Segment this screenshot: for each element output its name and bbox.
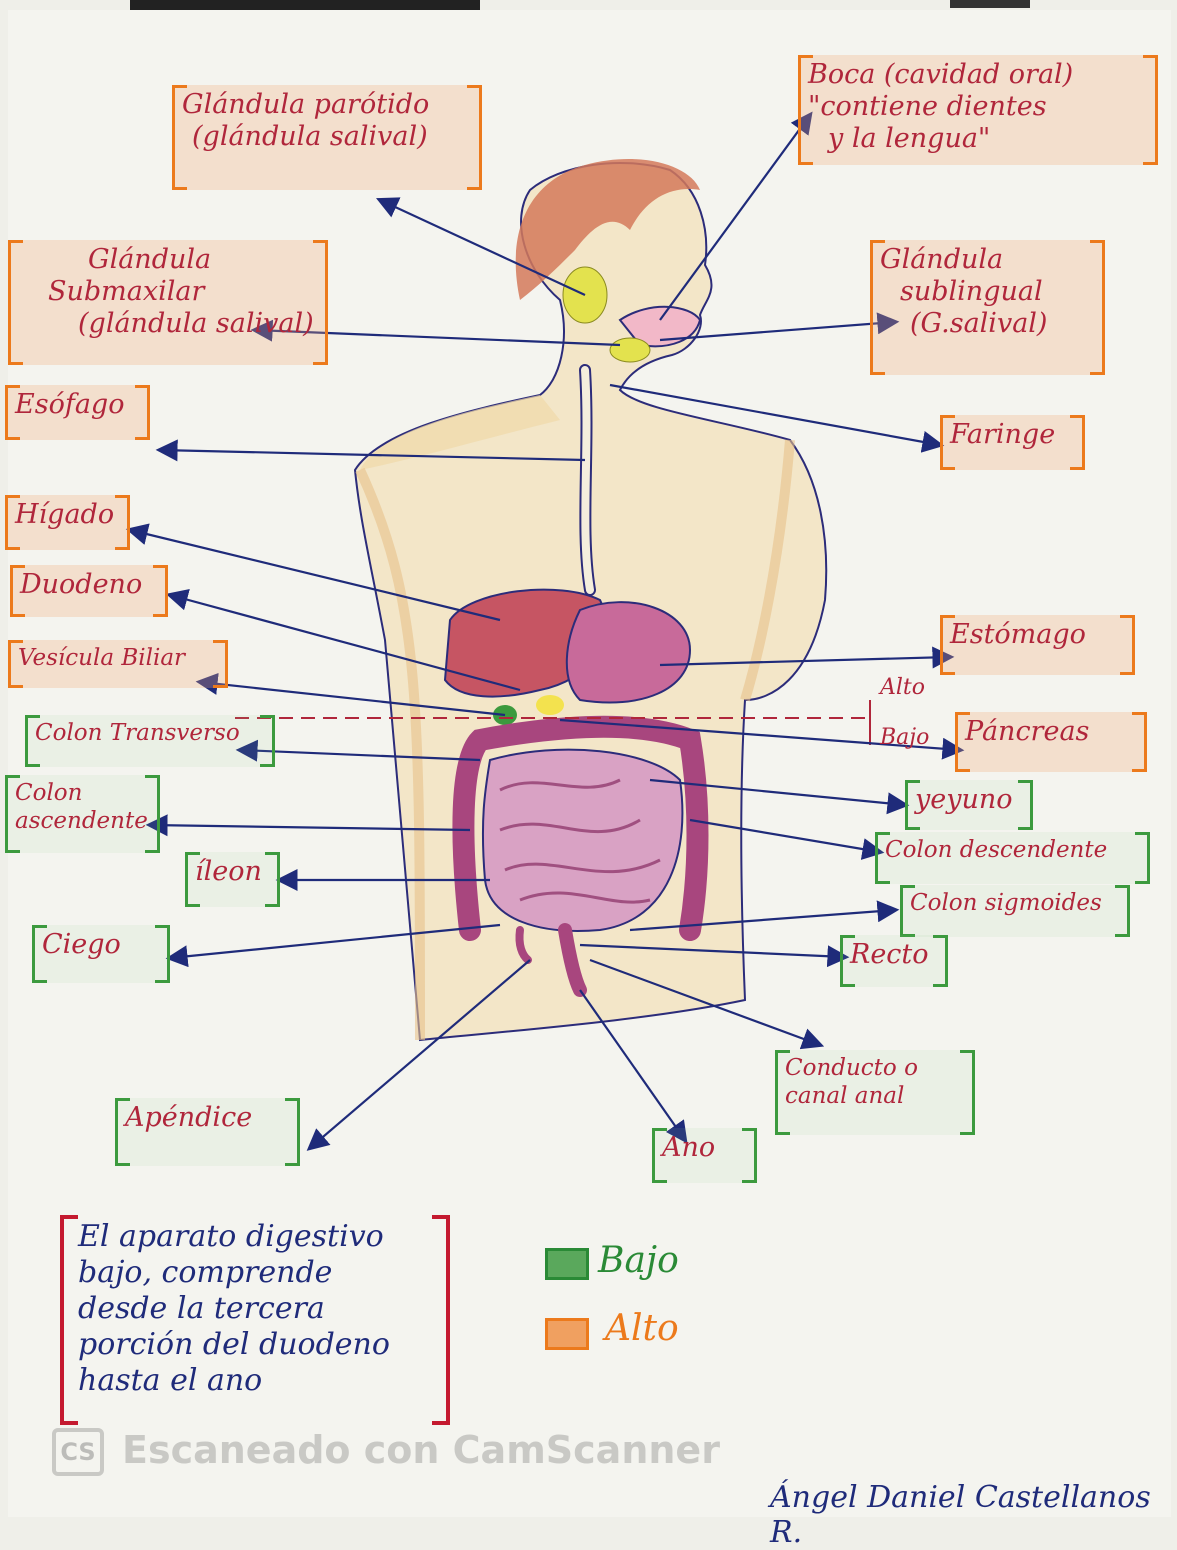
label-ileon: íleon	[185, 852, 280, 907]
pancreas	[536, 695, 564, 715]
label-faringe: Faringe	[940, 415, 1085, 470]
label-duodeno: Duodeno	[10, 565, 168, 617]
label-parotida: Glándula parótido(glándula salival)	[172, 85, 482, 190]
label-estomago: Estómago	[940, 615, 1135, 675]
marker-bajo: Bajo	[880, 725, 929, 750]
label-yeyuno: yeyuno	[905, 780, 1033, 830]
label-colon-descendente: Colon descendente	[875, 832, 1150, 884]
watermark-text: Escaneado con CamScanner	[122, 1428, 720, 1472]
label-vesicula: Vesícula Biliar	[8, 640, 228, 688]
label-apendice: Apéndice	[115, 1098, 300, 1166]
label-pancreas: Páncreas	[955, 712, 1147, 772]
sublingual-gland	[610, 338, 650, 362]
label-ciego: Ciego	[32, 925, 170, 983]
marker-alto: Alto	[880, 675, 925, 700]
note-box: El aparato digestivo bajo, comprende des…	[60, 1215, 450, 1425]
label-colon-transverso: Colon Transverso	[25, 715, 275, 767]
label-higado: Hígado	[5, 495, 130, 550]
legend-swatch-alto	[545, 1318, 589, 1350]
legend-label-alto: Alto	[605, 1308, 679, 1349]
label-ano: Ano	[652, 1128, 757, 1183]
label-colon-sigmoides: Colon sigmoides	[900, 885, 1130, 937]
label-esofago: Esófago	[5, 385, 150, 440]
signature: Ángel Daniel Castellanos R.	[770, 1480, 1177, 1550]
label-recto: Recto	[840, 935, 948, 987]
legend-swatch-bajo	[545, 1248, 589, 1280]
legend-label-bajo: Bajo	[598, 1240, 679, 1281]
camscanner-logo: CS	[52, 1428, 104, 1476]
small-intestine	[483, 750, 682, 931]
